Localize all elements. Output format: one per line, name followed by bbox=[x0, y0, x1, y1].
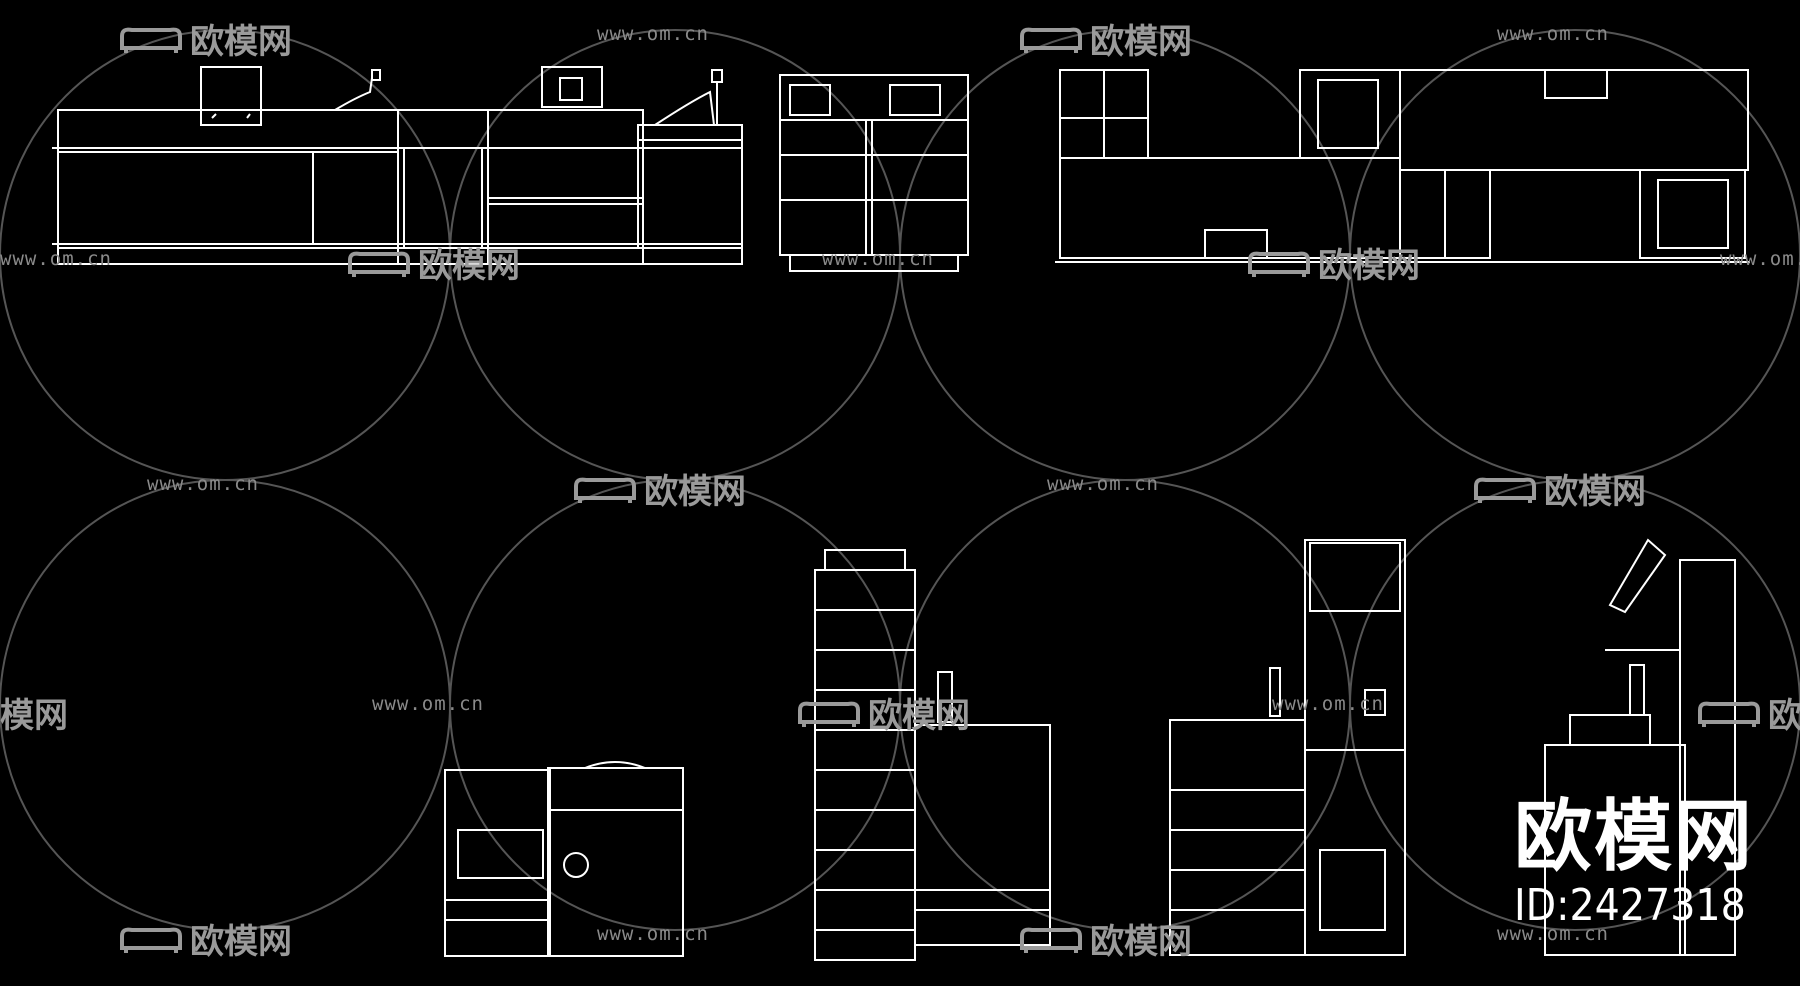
cad-lines bbox=[52, 66, 1750, 961]
watermark-logo: 欧模网 bbox=[118, 14, 292, 63]
watermark-logo: 欧模网 bbox=[346, 238, 520, 287]
watermark-logo-text: 欧模网 bbox=[1768, 696, 1800, 736]
watermark-url: www.om.cn bbox=[1720, 248, 1800, 270]
watermark-url: www.om.cn bbox=[1497, 23, 1609, 45]
sofa-icon bbox=[1698, 701, 1760, 727]
watermark-circles bbox=[0, 29, 1800, 931]
watermark-logo-text: 欧模网 bbox=[868, 696, 970, 736]
front-elevation-long bbox=[52, 66, 743, 265]
watermark-logo-text: 欧模网 bbox=[644, 472, 746, 512]
sofa-icon bbox=[1020, 27, 1082, 53]
watermark-logo-text: 欧模网 bbox=[1318, 246, 1420, 286]
brand-name: 欧模网 bbox=[1514, 792, 1755, 882]
sofa-icon bbox=[1020, 927, 1082, 953]
watermark-logo-text: 欧模网 bbox=[190, 22, 292, 62]
sofa-icon bbox=[1248, 251, 1310, 277]
detail-elevation-3 bbox=[1169, 539, 1406, 956]
watermark-logo: 欧模网 bbox=[0, 688, 68, 737]
watermark-url: www.om.cn bbox=[597, 923, 709, 945]
watermark-logo-text: 欧模网 bbox=[190, 922, 292, 962]
plan-view bbox=[1055, 69, 1750, 263]
watermark-logo: 欧模网 bbox=[796, 688, 970, 737]
watermark-logo-text: 欧模网 bbox=[418, 246, 520, 286]
watermark-url: www.om.cn bbox=[1272, 693, 1384, 715]
watermark-logo-text: 欧模网 bbox=[1090, 922, 1192, 962]
watermark-logo: 欧模网 bbox=[1018, 914, 1192, 963]
watermark-logo-text: 欧模网 bbox=[1090, 22, 1192, 62]
watermark-logo: 欧模网 bbox=[572, 464, 746, 513]
watermark-logo: 欧模网 bbox=[1472, 464, 1646, 513]
watermark-url: www.om.cn bbox=[597, 23, 709, 45]
watermark-url: www.om.cn bbox=[372, 693, 484, 715]
watermark-logo: 欧模网 bbox=[118, 914, 292, 963]
sofa-icon bbox=[574, 477, 636, 503]
brand-stamp: 欧模网 ID:2427318 bbox=[1514, 798, 1754, 928]
sofa-icon bbox=[348, 251, 410, 277]
watermark-logo: 欧模网 bbox=[1018, 14, 1192, 63]
watermark-url: www.om.cn bbox=[1497, 923, 1609, 945]
watermark-logo: 欧模网 bbox=[1696, 688, 1800, 737]
side-elevation bbox=[779, 74, 969, 272]
detail-elevation-2 bbox=[814, 549, 1051, 961]
sofa-icon bbox=[120, 27, 182, 53]
watermark-url: www.om.cn bbox=[0, 248, 112, 270]
sofa-icon bbox=[798, 701, 860, 727]
watermark-logo: 欧模网 bbox=[1246, 238, 1420, 287]
watermark-logo-text: 欧模网 bbox=[0, 696, 68, 736]
model-id: ID:2427318 bbox=[1514, 880, 1746, 931]
watermark-logo-text: 欧模网 bbox=[1544, 472, 1646, 512]
sofa-icon bbox=[1474, 477, 1536, 503]
watermark-url: www.om.cn bbox=[822, 248, 934, 270]
detail-elevation-1 bbox=[444, 761, 684, 957]
detail-elevation-4 bbox=[1544, 538, 1736, 956]
watermark-url: www.om.cn bbox=[147, 473, 259, 495]
watermark-url: www.om.cn bbox=[1047, 473, 1159, 495]
sofa-icon bbox=[120, 927, 182, 953]
